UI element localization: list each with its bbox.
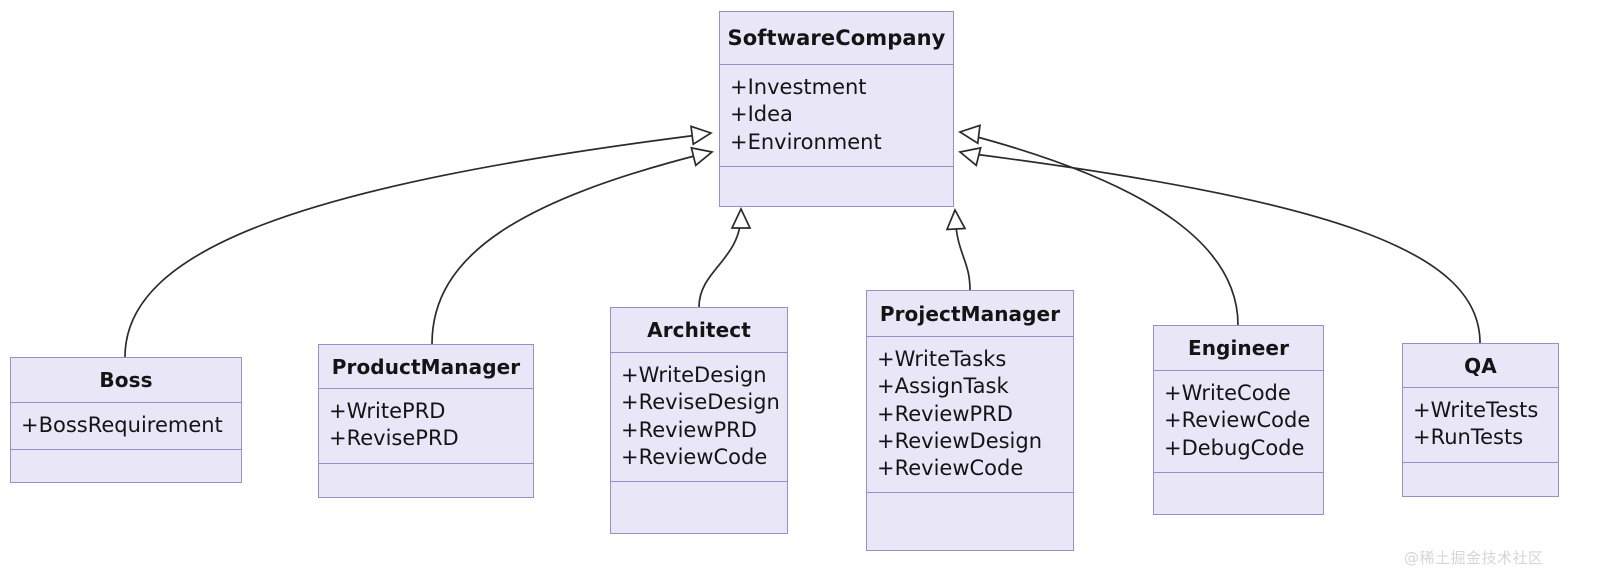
class-member: +AssignTask xyxy=(877,374,1009,399)
class-box-softwarecompany[interactable]: SoftwareCompany +Investment +Idea+Environm… xyxy=(719,11,954,207)
edge-line xyxy=(698,213,742,308)
class-member: +WriteTasks xyxy=(877,347,1007,371)
class-member: +ReviseDesign xyxy=(621,390,780,415)
class-member: +ReviewCode xyxy=(1164,408,1311,433)
class-operations-architect xyxy=(611,482,787,533)
class-box-productmanager[interactable]: ProductManager +WritePRD +RevisePRD xyxy=(318,344,534,498)
class-box-engineer[interactable]: Engineer +WriteCode +ReviewCode+DebugCode xyxy=(1153,325,1324,515)
class-operations-projectmanager xyxy=(867,493,1073,550)
class-name-softwarecompany: SoftwareCompany xyxy=(720,12,953,65)
class-operations-boss xyxy=(11,450,241,482)
class-member: +RunTests xyxy=(1413,425,1524,450)
class-box-architect[interactable]: Architect+WriteDesign+ReviseDesign+Revie… xyxy=(610,307,788,534)
generalization-arrowhead-icon xyxy=(945,208,967,231)
class-member: +RevisePRD xyxy=(329,426,459,451)
class-member: +Environment xyxy=(730,129,882,154)
class-member: +ReviewPRD xyxy=(621,417,757,442)
class-member: +WriteTests xyxy=(1413,398,1539,422)
class-member: +ReviewCode xyxy=(877,456,1024,481)
class-member: +WritePRD xyxy=(329,399,446,423)
class-member: +WriteCode xyxy=(1164,381,1291,405)
class-member: +DebugCode xyxy=(1164,435,1305,460)
generalization-arrowhead-icon xyxy=(730,207,752,229)
class-members-softwarecompany: +Investment +Idea+Environment xyxy=(720,65,953,167)
class-name-engineer: Engineer xyxy=(1154,326,1323,371)
class-members-projectmanager: +WriteTasks +AssignTask+ReviewPRD+ReviewD… xyxy=(867,337,1073,494)
watermark-label: @稀土掘金技术社区 xyxy=(1404,549,1544,567)
class-operations-productmanager xyxy=(319,464,533,497)
generalization-arrowhead-icon xyxy=(958,124,981,145)
class-operations-qa xyxy=(1403,463,1558,496)
class-name-qa: QA xyxy=(1403,344,1558,388)
class-box-projectmanager[interactable]: ProjectManager+WriteTasks+AssignTask+Rev… xyxy=(866,290,1074,551)
class-member: +ReviewPRD xyxy=(877,401,1013,426)
class-members-boss: +BossRequirement xyxy=(11,403,241,451)
class-member: +Investment xyxy=(730,75,867,99)
class-members-engineer: +WriteCode +ReviewCode+DebugCode xyxy=(1154,371,1323,473)
class-members-productmanager: +WritePRD +RevisePRD xyxy=(319,389,533,464)
class-operations-engineer xyxy=(1154,473,1323,514)
class-name-productmanager: ProductManager xyxy=(319,345,533,389)
class-member: +WriteDesign xyxy=(621,363,767,387)
edge-projectmanager-to-softwarecompany xyxy=(945,208,971,291)
class-member: +ReviewCode xyxy=(621,444,768,469)
edge-architect-to-softwarecompany xyxy=(698,207,752,308)
class-box-boss[interactable]: Boss +BossRequirement xyxy=(10,357,242,483)
class-name-boss: Boss xyxy=(11,358,241,403)
class-name-architect: Architect xyxy=(611,308,787,353)
class-members-architect: +WriteDesign +ReviseDesign+ReviewPRD+Revi… xyxy=(611,353,787,483)
class-member: +Idea xyxy=(730,102,793,127)
class-members-qa: +WriteTests +RunTests xyxy=(1403,388,1558,463)
edge-line xyxy=(954,215,971,291)
class-member: +ReviewDesign xyxy=(877,428,1043,453)
generalization-arrowhead-icon xyxy=(690,146,714,167)
generalization-arrowhead-icon xyxy=(690,125,713,146)
class-name-projectmanager: ProjectManager xyxy=(867,291,1073,337)
class-member: +BossRequirement xyxy=(21,413,223,437)
class-operations-softwarecompany xyxy=(720,167,953,206)
class-box-qa[interactable]: QA +WriteTests +RunTests xyxy=(1402,343,1559,497)
generalization-arrowhead-icon xyxy=(958,146,982,167)
